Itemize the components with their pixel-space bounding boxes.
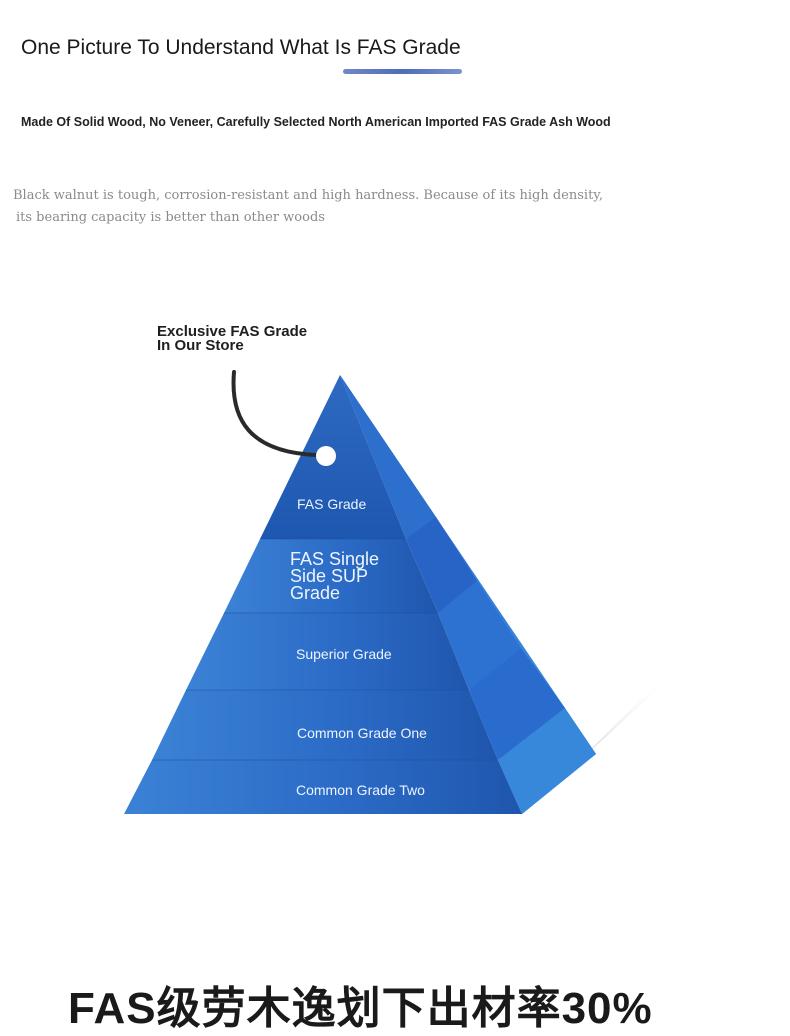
callout-line-1: Exclusive FAS Grade: [157, 323, 308, 340]
pyramid-level-2: [224, 539, 438, 613]
callout-dot: [316, 446, 336, 466]
description-line-1: Black walnut is tough, corrosion-resista…: [13, 188, 604, 203]
pyramid-side-band-3: [438, 581, 521, 690]
level-label-line-1: FAS Single: [290, 549, 380, 569]
page-title: One Picture To Understand What Is FAS Gr…: [21, 36, 461, 59]
level-label-line-2: Side SUP: [290, 566, 369, 586]
level-label-fas-grade: FAS Grade: [297, 496, 367, 512]
pyramid-side-band-2: [406, 517, 477, 613]
level-label-fas-single-side-sup: FAS Single Side SUP Grade: [290, 549, 380, 603]
pyramid-level-3: [186, 613, 469, 690]
pyramid-level-5: [124, 760, 522, 814]
level-label-common-grade-one: Common Grade One: [297, 725, 427, 741]
footer-partial-heading: FAS级劳木逸划下出材率30%: [68, 984, 653, 1033]
description: Black walnut is tough, corrosion-resista…: [13, 185, 604, 229]
pyramid-side-band-5: [498, 708, 596, 814]
pyramid-side-band-4: [469, 648, 565, 760]
callout-line-2: In Our Store: [157, 337, 244, 354]
exclusive-callout: Exclusive FAS Grade In Our Store: [157, 323, 308, 354]
level-label-superior-grade: Superior Grade: [296, 646, 392, 662]
pyramid-side-band-1: [340, 375, 436, 539]
pyramid-diagram: [124, 370, 672, 814]
callout-connector: [231, 370, 318, 457]
level-label-line-3: Grade: [290, 583, 341, 603]
pyramid-level-4: [152, 690, 498, 760]
title-underline: [343, 69, 462, 74]
page-subtitle: Made Of Solid Wood, No Veneer, Carefully…: [21, 115, 611, 129]
level-label-common-grade-two: Common Grade Two: [296, 782, 425, 798]
description-line-2: its bearing capacity is better than othe…: [16, 210, 325, 225]
